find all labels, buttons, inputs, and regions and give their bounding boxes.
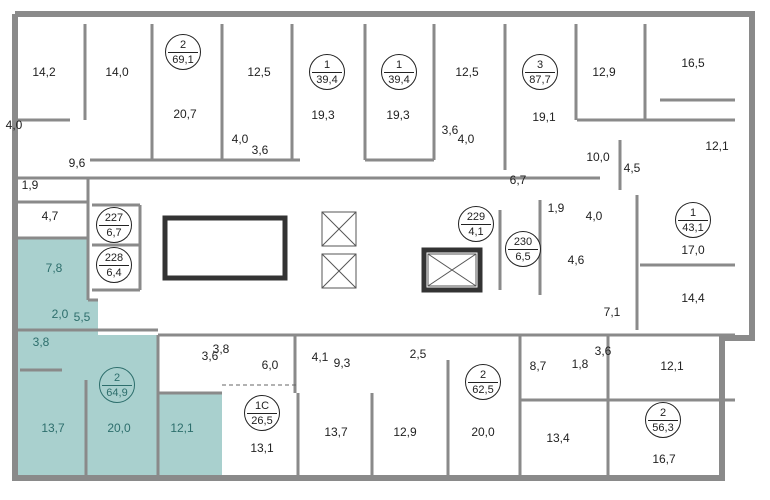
apartment-area: 56,3	[652, 421, 674, 434]
room-count: 3	[525, 59, 555, 73]
room-area: 4,6	[567, 253, 585, 267]
room-area: 1,9	[21, 178, 39, 192]
room-area: 4,5	[623, 161, 641, 175]
room-area: 20,0	[471, 425, 495, 439]
storage-number: 227	[99, 212, 129, 226]
room-area: 10,0	[586, 150, 610, 164]
room-area: 12,1	[705, 139, 729, 153]
room-area: 12,5	[247, 65, 271, 79]
room-area: 19,3	[386, 108, 410, 122]
apartment-area: 26,5	[251, 414, 273, 427]
room-area: 7,1	[603, 305, 621, 319]
room-area: 3,8	[32, 335, 50, 349]
room-area: 14,4	[681, 291, 705, 305]
apartment-area: 43,1	[682, 221, 704, 234]
room-area: 19,3	[311, 108, 335, 122]
room-area: 8,7	[529, 359, 547, 373]
room-area: 4,0	[457, 132, 475, 146]
room-count: 1С	[247, 400, 277, 414]
room-area: 12,1	[170, 421, 194, 435]
room-area: 9,6	[68, 156, 86, 170]
room-area: 20,0	[107, 421, 131, 435]
apartment-area: 62,5	[472, 383, 494, 396]
room-area: 16,7	[652, 452, 676, 466]
room-count: 2	[102, 372, 132, 386]
room-area: 14,2	[32, 65, 56, 79]
apartment-area: 87,7	[529, 73, 551, 86]
room-count: 2	[168, 39, 198, 53]
room-area: 20,7	[173, 107, 197, 121]
room-count: 1	[312, 59, 342, 73]
room-area: 3,6	[594, 344, 612, 358]
room-area: 6,7	[509, 173, 527, 187]
storage-number: 230	[508, 236, 538, 250]
storage-number: 228	[99, 252, 129, 266]
room-area: 4,0	[585, 209, 603, 223]
room-area: 16,5	[681, 56, 705, 70]
room-area: 7,8	[45, 261, 63, 275]
room-area: 4,1	[311, 350, 329, 364]
room-area: 3,6	[201, 349, 219, 363]
room-area: 4,0	[5, 118, 23, 132]
storage-area: 6,4	[106, 266, 122, 279]
storage-area: 6,7	[106, 226, 122, 239]
room-area: 4,0	[231, 132, 249, 146]
room-area: 3,6	[441, 123, 459, 137]
room-area: 2,5	[409, 347, 427, 361]
storage-area: 4,1	[468, 225, 484, 238]
room-area: 12,9	[592, 65, 616, 79]
room-area: 13,1	[250, 441, 274, 455]
storage-number: 229	[461, 211, 491, 225]
room-area: 19,1	[532, 110, 556, 124]
room-area: 5,5	[73, 310, 91, 324]
room-area: 4,7	[41, 209, 59, 223]
room-area: 6,0	[261, 358, 279, 372]
room-count: 1	[384, 59, 414, 73]
room-area: 13,4	[546, 431, 570, 445]
room-area: 17,0	[681, 243, 705, 257]
room-area: 13,7	[324, 425, 348, 439]
room-area: 13,7	[41, 421, 65, 435]
apartment-area: 64,9	[106, 386, 128, 399]
storage-area: 6,5	[515, 250, 531, 263]
room-area: 3,6	[251, 143, 269, 157]
room-area: 1,8	[571, 357, 589, 371]
apartment-area: 39,4	[388, 73, 410, 86]
room-area: 14,0	[105, 65, 129, 79]
room-count: 2	[468, 369, 498, 383]
apartment-area: 39,4	[316, 73, 338, 86]
room-area: 12,9	[393, 425, 417, 439]
apartment-area: 69,1	[172, 53, 194, 66]
room-area: 9,3	[333, 356, 351, 370]
room-area: 1,9	[547, 201, 565, 215]
room-count: 2	[648, 407, 678, 421]
room-area: 2,0	[51, 307, 69, 321]
room-count: 1	[678, 207, 708, 221]
selected-apartment-fill	[15, 238, 222, 478]
room-area: 12,1	[660, 359, 684, 373]
room-area: 12,5	[455, 65, 479, 79]
room-area: 3,8	[212, 342, 230, 356]
